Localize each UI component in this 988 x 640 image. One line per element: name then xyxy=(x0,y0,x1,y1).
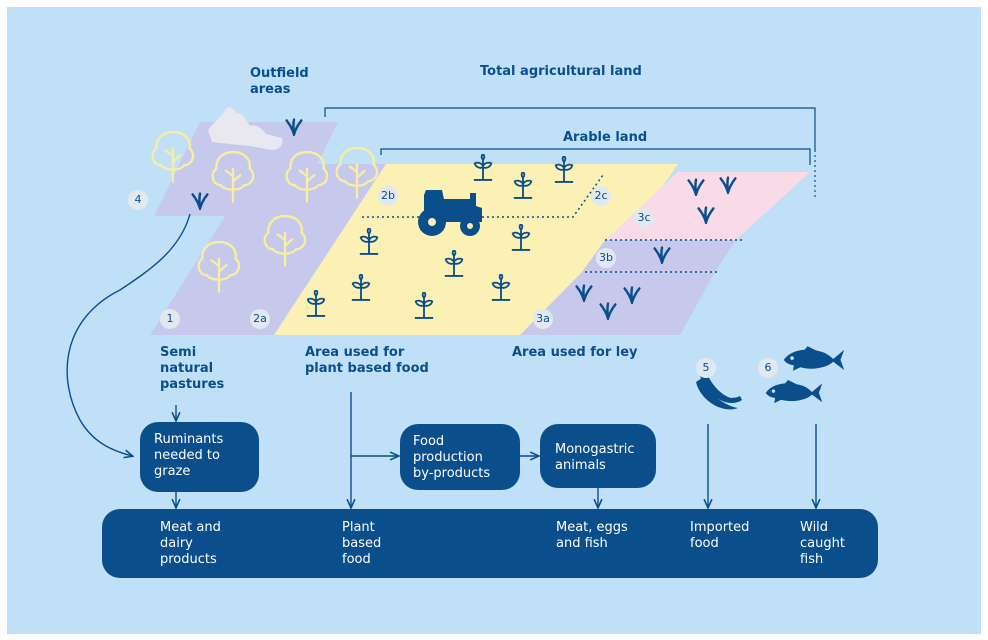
output-meat-eggs-fish: Meat, eggs and fish xyxy=(556,520,628,551)
arable-land-bracket xyxy=(380,148,811,165)
total-land-bracket xyxy=(324,107,816,150)
divider-3 xyxy=(585,239,742,273)
output-wild-fish: Wild caught fish xyxy=(800,520,845,567)
badge-2b: 2b xyxy=(378,186,398,206)
badge-3c: 3c xyxy=(634,208,654,228)
rock-icon xyxy=(208,106,283,150)
outfield-to-ruminants-arrow xyxy=(66,213,191,456)
semi-natural-pasture-area xyxy=(150,164,386,335)
ruminants-text: Ruminants needed to graze xyxy=(154,432,224,479)
badge-3b: 3b xyxy=(596,248,616,268)
byproducts-text: Food production by-products xyxy=(413,434,491,481)
badge-3a: 3a xyxy=(533,309,553,329)
plant-area-label: Area used for plant based food xyxy=(305,345,429,376)
total-land-label: Total agricultural land xyxy=(480,64,642,79)
monogastric-box xyxy=(540,424,656,488)
output-imported: Imported food xyxy=(690,520,750,551)
ley-area-3a xyxy=(520,272,715,335)
output-plant-food: Plant based food xyxy=(342,520,382,567)
monogastric-text: Monogastric animals xyxy=(555,442,635,473)
badge-2a: 2a xyxy=(250,309,270,329)
badge-5: 5 xyxy=(696,358,716,378)
badge-2c: 2c xyxy=(591,186,611,206)
badge-6: 6 xyxy=(758,358,778,378)
semi-natural-label: Semi natural pastures xyxy=(160,345,225,392)
outfield-label: Outfield areas xyxy=(250,66,309,97)
arable-land-label: Arable land xyxy=(563,130,648,145)
byproducts-box xyxy=(400,424,520,490)
output-bar xyxy=(102,509,878,578)
ruminants-box xyxy=(140,422,259,492)
tractor-icon xyxy=(418,190,482,236)
badge-4: 4 xyxy=(128,190,148,210)
ley-area-label: Area used for ley xyxy=(512,345,638,360)
ley-area-3c xyxy=(605,172,810,240)
output-meat-dairy: Meat and dairy products xyxy=(160,520,221,567)
badge-1: 1 xyxy=(160,309,180,329)
